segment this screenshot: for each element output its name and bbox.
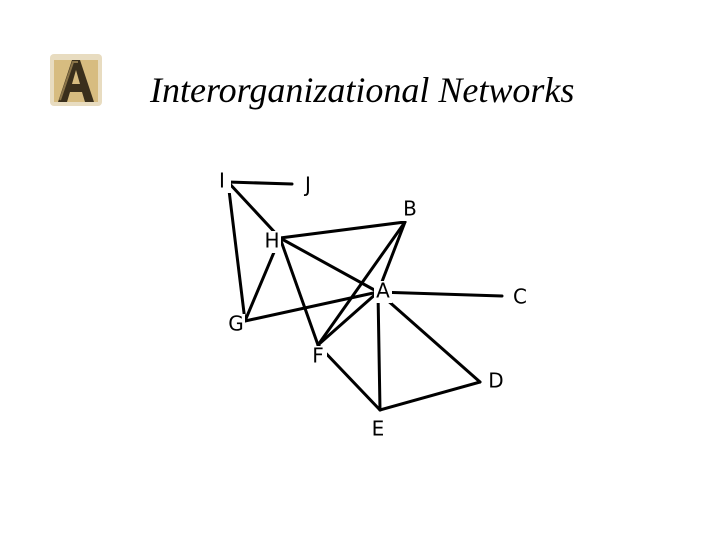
edge-f-e	[316, 343, 382, 412]
page-title: Interorganizational Networks	[150, 70, 575, 110]
logo-letter-shape	[58, 60, 94, 102]
edge-a-d	[376, 290, 482, 384]
node-label-g: G	[228, 312, 244, 336]
node-label-background-h	[263, 231, 281, 253]
node-label-b: B	[403, 197, 417, 221]
edge-b-f	[316, 220, 407, 347]
node-label-a: A	[376, 279, 390, 303]
logo-letter-highlight	[59, 61, 78, 101]
node-label-background-i	[213, 171, 231, 193]
edge-b-a	[376, 220, 407, 294]
node-label-e: E	[372, 417, 385, 441]
node-label-d: D	[488, 369, 503, 393]
edge-a-f	[316, 290, 380, 347]
edge-h-a	[278, 236, 380, 294]
node-label-background-b	[401, 199, 419, 221]
edge-a-g	[243, 290, 380, 323]
node-label-background-j	[299, 175, 317, 197]
edge-i-g	[226, 180, 247, 323]
edge-a-c	[376, 290, 504, 298]
network-edges	[226, 180, 504, 412]
edge-i-h	[226, 180, 282, 240]
node-label-i: I	[219, 169, 225, 193]
edge-e-d	[378, 380, 482, 412]
node-label-background-a	[374, 281, 392, 303]
edge-h-b	[278, 220, 407, 240]
node-label-background-g	[227, 314, 245, 336]
node-label-background-f	[309, 346, 327, 368]
node-label-j: J	[303, 173, 311, 197]
node-label-h: H	[264, 229, 279, 253]
node-label-background-e	[369, 419, 387, 441]
edge-a-e	[376, 290, 382, 412]
node-label-c: C	[513, 285, 527, 309]
node-label-background-d	[487, 371, 505, 393]
node-label-f: F	[312, 344, 324, 368]
edge-i-j	[226, 180, 294, 186]
node-label-background-c	[511, 287, 529, 309]
network-node-labels: I J B H A C G F D E	[213, 169, 529, 441]
letter-a-logo-icon	[50, 54, 102, 106]
edge-h-f	[278, 236, 320, 347]
